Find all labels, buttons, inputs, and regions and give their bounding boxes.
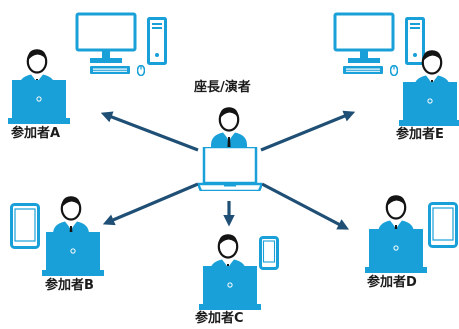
participant-e-group [333,12,459,126]
desktop-monitor-icon [75,12,137,64]
arrow-to-participant-a [100,111,199,152]
presenter-label: 座長/演者 [194,80,251,95]
presenter-laptop-icon [198,147,262,191]
participant-b-label: 参加者B [45,278,94,293]
participant-d-group [365,194,458,273]
participant-c-label: 参加者C [195,311,244,326]
participant-b-group [10,195,104,276]
participant-d-label: 参加者D [367,275,417,290]
connection-arrows [100,110,356,230]
keyboard-icon [90,66,130,74]
presenter-group [198,106,262,191]
participant-e-label: 参加者E [396,127,444,142]
pc-tower-icon [147,17,167,65]
smartphone-icon [259,236,279,270]
participant-a-label: 参加者A [11,126,61,141]
laptop-icon [8,80,70,124]
participant-a-group [8,12,167,124]
mouse-icon [137,65,145,76]
laptop-icon [199,266,261,310]
arrow-to-participant-e [260,110,356,152]
laptop-icon [399,82,459,126]
tablet-icon [10,203,40,249]
laptop-icon [365,229,427,273]
pc-tower-icon [405,17,425,65]
keyboard-icon [343,66,383,74]
participant-c-group [199,233,279,310]
tablet-icon [428,202,458,248]
laptop-icon [42,232,104,276]
desktop-monitor-icon [333,12,395,64]
arrow-to-participant-b [102,182,199,226]
mouse-icon [390,65,398,76]
arrow-to-participant-d [261,182,350,230]
